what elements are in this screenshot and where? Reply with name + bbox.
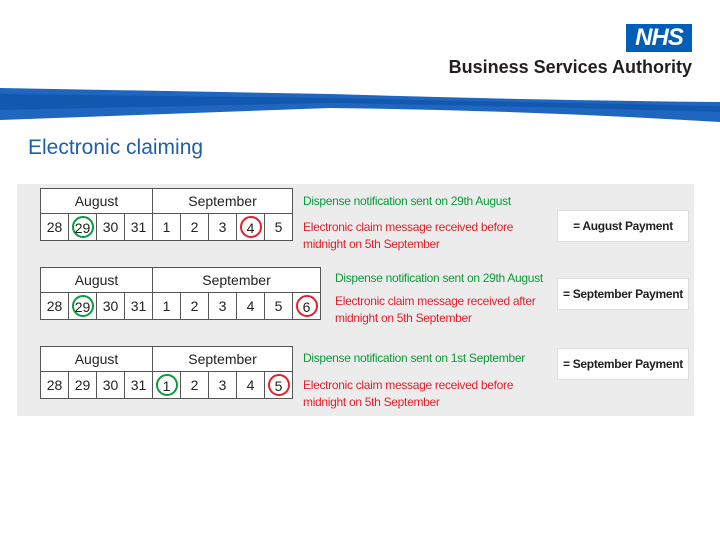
day-cell: 4 (236, 292, 265, 320)
claim-note-line-1: Electronic claim message received after (335, 294, 536, 308)
example-3-notes: Dispense notification sent on 1st Septem… (303, 350, 525, 411)
dispense-note: Dispense notification sent on 29th Augus… (335, 271, 543, 285)
calendar-example-3: August September 28 29 30 31 1 2 3 4 5 (40, 346, 293, 399)
claim-day-marker: 6 (295, 295, 318, 317)
day-cell: 6 (292, 292, 321, 320)
day-cell: 29 (68, 213, 97, 241)
day-cell: 28 (40, 213, 69, 241)
day-cell: 3 (208, 371, 237, 399)
day-cell: 4 (236, 371, 265, 399)
claim-examples-panel: August September 28 29 30 31 1 2 3 4 5 D… (17, 184, 694, 416)
month-august: August (40, 346, 153, 372)
month-august: August (40, 188, 153, 214)
month-september: September (152, 188, 293, 214)
claim-note-line-2: midnight on 5th September (303, 237, 440, 251)
month-september: September (152, 267, 321, 293)
day-cell: 3 (208, 292, 237, 320)
day-cell: 2 (180, 292, 209, 320)
example-1-notes: Dispense notification sent on 29th Augus… (303, 193, 513, 253)
day-cell: 30 (96, 292, 125, 320)
day-cell: 5 (264, 292, 293, 320)
claim-note-line-2: midnight on 5th September (335, 311, 472, 325)
dispense-day-marker: 29 (71, 295, 94, 317)
slide-title: Electronic claiming (28, 136, 204, 159)
dispense-note: Dispense notification sent on 29th Augus… (303, 194, 511, 208)
day-cell: 1 (152, 292, 181, 320)
dispense-day-marker: 29 (71, 216, 94, 238)
day-cell: 31 (124, 292, 153, 320)
day-cell: 31 (124, 213, 153, 241)
calendar-example-2: August September 28 29 30 31 1 2 3 4 5 6 (40, 267, 321, 320)
day-cell: 1 (152, 371, 181, 399)
day-cell: 30 (96, 213, 125, 241)
day-cell: 2 (180, 213, 209, 241)
claim-note-line-1: Electronic claim message received before (303, 220, 514, 234)
day-cell: 2 (180, 371, 209, 399)
nhs-logo: NHS (626, 24, 692, 52)
month-september: September (152, 346, 293, 372)
day-cell: 4 (236, 213, 265, 241)
organisation-name: Business Services Authority (448, 57, 692, 77)
header-swoosh (0, 88, 720, 122)
day-cell: 5 (264, 371, 293, 399)
dispense-note: Dispense notification sent on 1st Septem… (303, 351, 525, 365)
payment-result-1: = August Payment (557, 210, 689, 242)
day-cell: 28 (40, 371, 69, 399)
payment-result-2: = September Payment (557, 278, 689, 310)
dispense-day-marker: 1 (155, 374, 178, 396)
payment-result-3: = September Payment (557, 348, 689, 380)
day-cell: 1 (152, 213, 181, 241)
day-cell: 29 (68, 292, 97, 320)
day-cell: 28 (40, 292, 69, 320)
day-cell: 3 (208, 213, 237, 241)
example-2-notes: Dispense notification sent on 29th Augus… (335, 270, 543, 327)
claim-day-marker: 5 (267, 374, 290, 396)
day-cell: 29 (68, 371, 97, 399)
day-cell: 5 (264, 213, 293, 241)
day-cell: 30 (96, 371, 125, 399)
day-cell: 31 (124, 371, 153, 399)
calendar-example-1: August September 28 29 30 31 1 2 3 4 5 (40, 188, 293, 241)
claim-note-line-2: midnight on 5th September (303, 395, 440, 409)
claim-day-marker: 4 (239, 216, 262, 238)
month-august: August (40, 267, 153, 293)
claim-note-line-1: Electronic claim message received before (303, 378, 514, 392)
